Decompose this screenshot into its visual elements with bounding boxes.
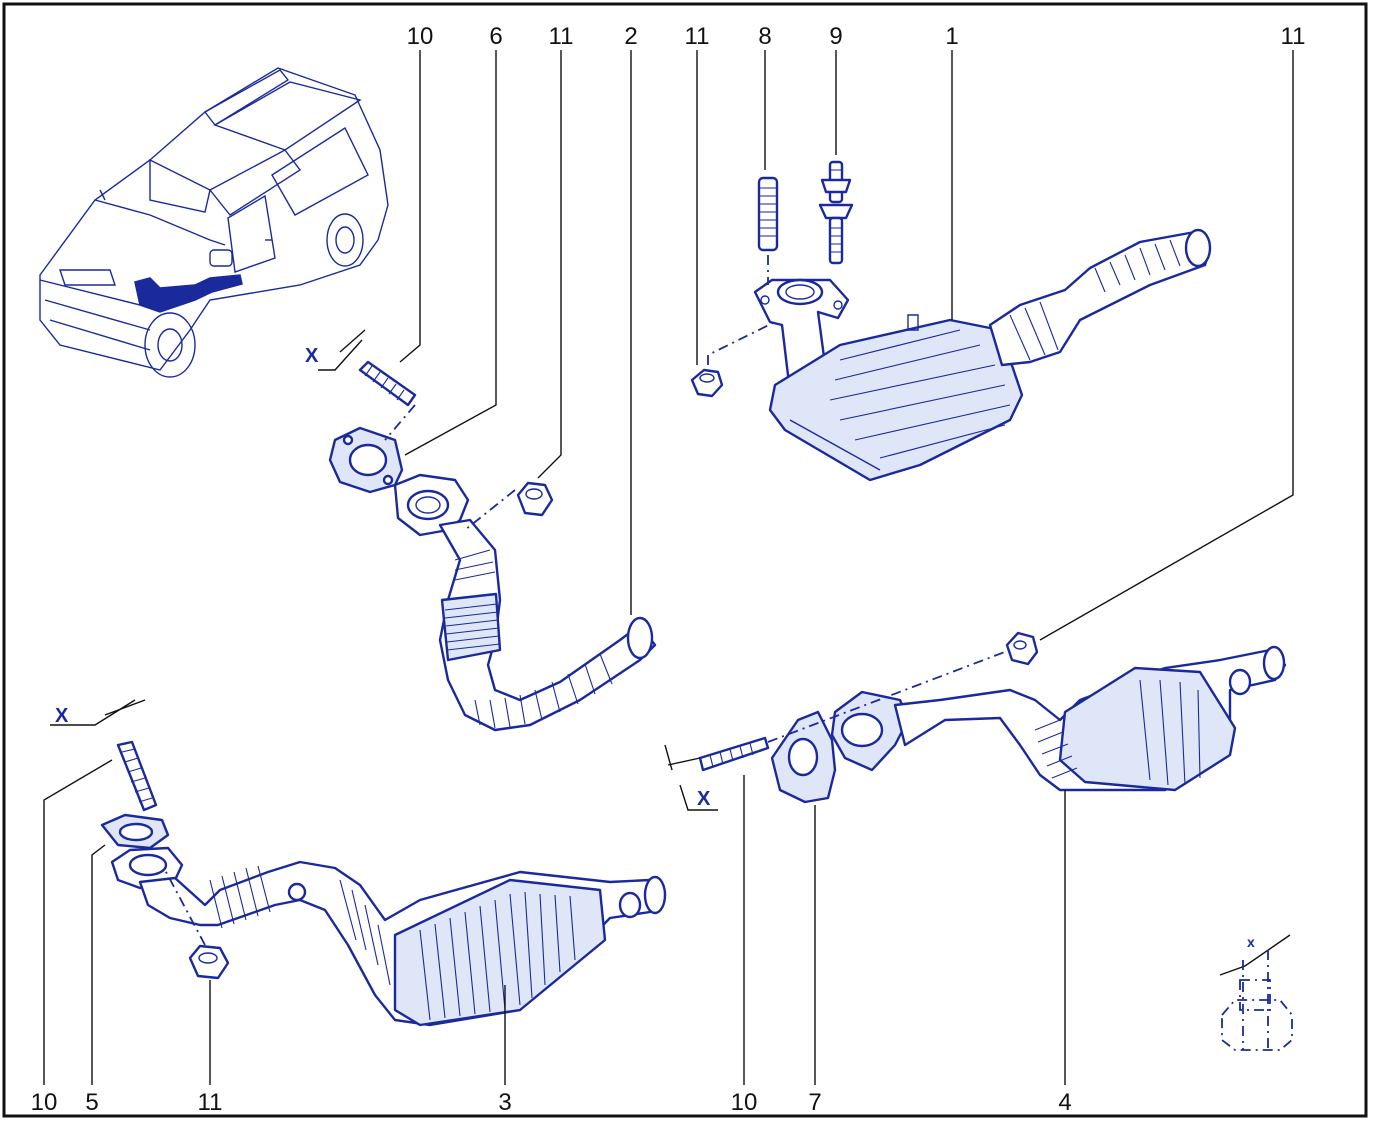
callout-9: 9 <box>829 23 842 50</box>
callout-10-bottom-a: 10 <box>31 1089 58 1116</box>
callout-11-bottom: 11 <box>198 1089 223 1116</box>
callout-11-top-a: 11 <box>549 23 574 50</box>
callout-11-top-c: 11 <box>1281 23 1306 50</box>
part-11-nut-upper <box>690 321 776 398</box>
dimension-x-lower-left: X <box>55 705 69 727</box>
callout-numbers: 10 6 11 2 11 8 9 1 11 10 5 11 3 10 7 4 <box>31 23 1306 1116</box>
part-11-nut-middle <box>464 481 554 531</box>
callout-5: 5 <box>85 1089 98 1116</box>
part-11-nut-right <box>1005 631 1039 666</box>
part-1-catalytic-converter <box>753 228 1212 482</box>
callout-3: 3 <box>498 1089 511 1116</box>
van-illustration <box>39 67 389 378</box>
callout-2: 2 <box>624 23 637 50</box>
callout-11-top-b: 11 <box>685 23 710 50</box>
part-10-stud-upper <box>318 329 417 441</box>
part-8-stud <box>757 176 779 285</box>
dimension-x-inset: x <box>1247 934 1255 950</box>
callout-8: 8 <box>758 23 771 50</box>
dimension-x-lower-right: X <box>697 788 711 810</box>
dimension-x-upper: X <box>305 345 319 367</box>
diagram-frame <box>2 2 1368 1118</box>
part-5-gasket <box>100 813 170 850</box>
part-6-gasket <box>328 426 404 494</box>
dimension-labels: X X X x <box>55 345 1255 950</box>
callout-7: 7 <box>808 1089 821 1116</box>
part-10-stud-lower-right <box>664 649 1011 811</box>
nut-dimension-inset <box>1219 934 1293 1051</box>
callout-10-bottom-b: 10 <box>731 1089 758 1116</box>
part-10-stud-lower-left <box>50 699 158 812</box>
callout-6: 6 <box>489 23 502 50</box>
part-3-catalytic-converter <box>110 846 667 1027</box>
part-4-catalytic-converter <box>830 645 1287 792</box>
part-9-bolt <box>818 160 854 265</box>
callout-1: 1 <box>945 23 958 50</box>
callout-4: 4 <box>1058 1089 1071 1116</box>
part-11-nut-lower-left <box>164 869 230 980</box>
callout-10-top: 10 <box>407 23 434 50</box>
leader-lines <box>43 50 1294 1085</box>
part-7-gasket <box>770 710 837 804</box>
part-2-front-pipe <box>393 473 657 732</box>
